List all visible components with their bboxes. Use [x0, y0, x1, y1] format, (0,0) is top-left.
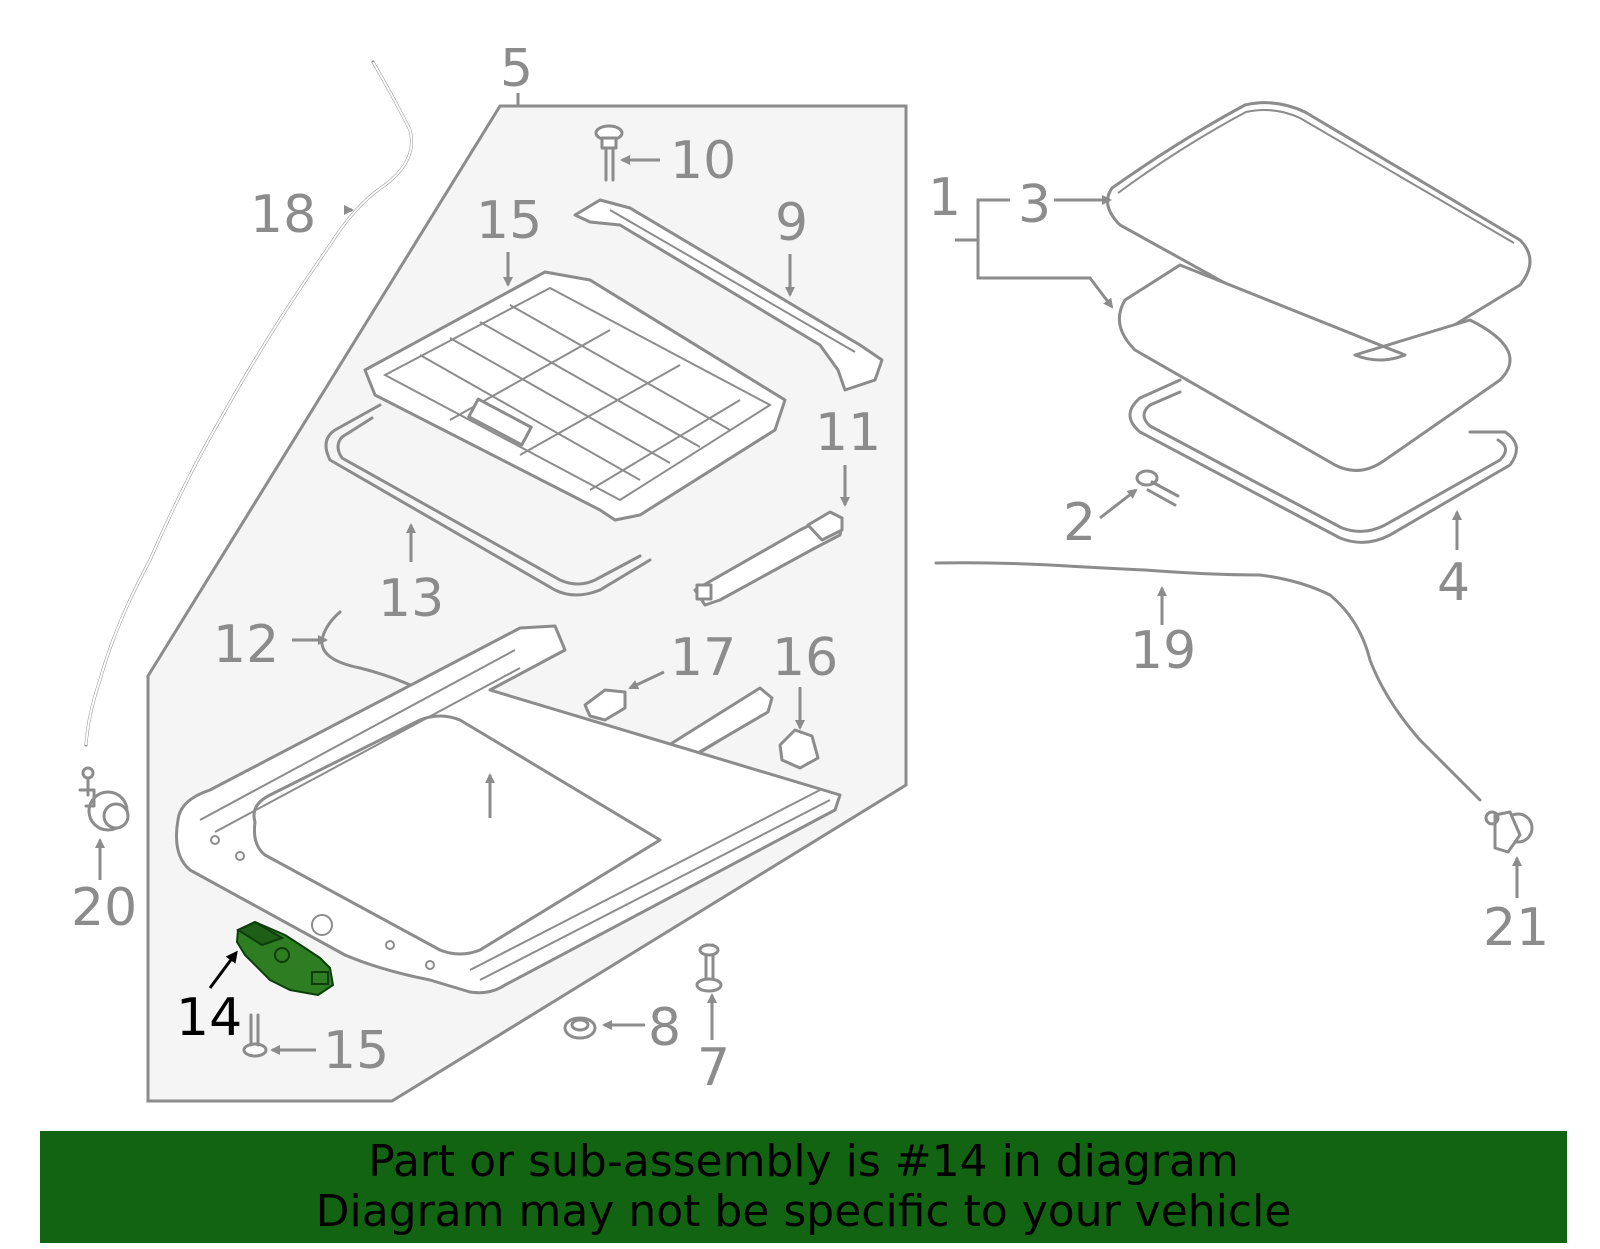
sunroof-frame-5 [175, 624, 842, 995]
drain-hose-rear [934, 561, 1482, 802]
callout-5: 5 [500, 39, 533, 99]
seal-4 [1128, 378, 1518, 544]
bolt-15 [242, 1013, 268, 1058]
callout-2: 2 [1063, 493, 1096, 553]
callout-13: 13 [378, 569, 444, 629]
callout-1: 1 [928, 168, 961, 228]
glass-panel-3 [1106, 101, 1532, 362]
glass-panel-lower [1117, 263, 1512, 472]
grommet-left [78, 766, 130, 832]
callout-8: 8 [648, 998, 681, 1058]
info-banner: Part or sub-assembly is #14 in diagram D… [40, 1131, 1567, 1243]
sunshade-panel-15 [363, 270, 787, 522]
callout-3: 3 [1018, 175, 1051, 235]
callout-10: 10 [670, 131, 736, 191]
callout-16: 16 [772, 628, 838, 688]
bracket-line-1 [976, 198, 1114, 309]
grommet-right [1484, 810, 1534, 854]
bolt-2 [1135, 469, 1180, 507]
callout-18: 18 [250, 185, 316, 245]
nut-8 [563, 1016, 597, 1040]
callout-15-lower: 15 [323, 1021, 389, 1081]
callout-4: 4 [1437, 553, 1470, 613]
banner-line-1: Part or sub-assembly is #14 in diagram [368, 1136, 1239, 1187]
callout-11: 11 [815, 403, 881, 463]
callout-7: 7 [697, 1038, 730, 1098]
callout-9: 9 [775, 193, 808, 253]
guide-rail-11 [693, 510, 844, 607]
frame-seal-13 [324, 403, 652, 597]
callout-19: 19 [1130, 621, 1196, 681]
clip-17 [583, 688, 627, 722]
callout-14: 14 [176, 988, 242, 1048]
banner-line-2: Diagram may not be specific to your vehi… [315, 1186, 1292, 1237]
callout-12: 12 [213, 615, 279, 675]
bolt-10 [594, 124, 624, 182]
bracket-16 [778, 728, 820, 770]
drive-motor-14 [235, 920, 334, 996]
callout-21: 21 [1483, 898, 1549, 958]
callout-15-upper: 15 [476, 191, 542, 251]
bolt-7 [695, 943, 723, 993]
wind-deflector [573, 198, 884, 392]
callout-17: 17 [670, 628, 736, 688]
callout-20: 20 [71, 878, 137, 938]
